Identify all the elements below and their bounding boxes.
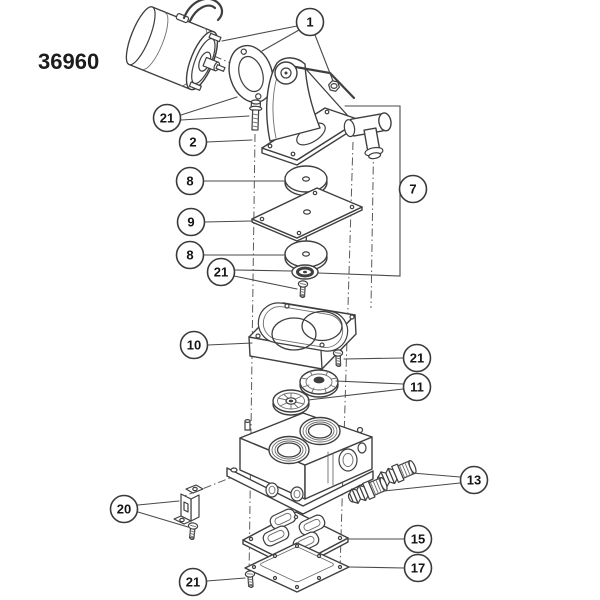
callout-11-label: 11 bbox=[410, 380, 424, 395]
motor-flange-gasket bbox=[228, 44, 274, 104]
callout-21-housing: 21 bbox=[402, 343, 432, 373]
callout-1: 1 bbox=[295, 7, 325, 37]
screw-base bbox=[244, 569, 257, 589]
screw-housing bbox=[332, 349, 344, 368]
callout-2: 2 bbox=[178, 127, 208, 157]
elbow-fitting bbox=[343, 112, 392, 160]
callout-8-bottom: 8 bbox=[175, 240, 205, 270]
valve-disc-outer bbox=[299, 369, 339, 398]
callout-15: 15 bbox=[403, 524, 433, 554]
callout-21-base-label: 21 bbox=[186, 575, 200, 590]
callout-13: 13 bbox=[459, 465, 489, 495]
screw-diaphragm bbox=[297, 280, 309, 299]
pump-bore-left bbox=[268, 435, 310, 465]
base-flange bbox=[226, 467, 374, 515]
callout-21-bolt: 21 bbox=[152, 103, 182, 133]
clip-bracket bbox=[173, 484, 204, 525]
callout-21-base: 21 bbox=[178, 567, 208, 597]
callout-9-label: 9 bbox=[187, 215, 194, 230]
diaphragm-plate bbox=[251, 187, 363, 250]
leader-lines bbox=[137, 25, 461, 582]
callout-2-label: 2 bbox=[189, 135, 196, 150]
callout-7: 7 bbox=[398, 174, 428, 204]
callout-9: 9 bbox=[176, 207, 206, 237]
callout-20: 20 bbox=[109, 494, 139, 524]
mounting-bracket bbox=[261, 57, 361, 166]
callout-8-bottom-label: 8 bbox=[186, 248, 193, 263]
callout-8-top: 8 bbox=[175, 166, 205, 196]
callout-10: 10 bbox=[179, 330, 209, 360]
callouts: 1 21 2 8 9 8 21 7 bbox=[109, 7, 489, 597]
callout-21-housing-label: 21 bbox=[410, 351, 424, 366]
motor-shaft bbox=[198, 51, 226, 72]
valve-disc-inner bbox=[272, 389, 310, 416]
callout-10-label: 10 bbox=[187, 338, 201, 353]
screw-clip-bracket bbox=[186, 521, 199, 541]
callout-11: 11 bbox=[402, 372, 432, 402]
callout-17: 17 bbox=[403, 553, 433, 583]
callout-20-label: 20 bbox=[117, 502, 131, 517]
wire-leads bbox=[182, 0, 224, 23]
callout-21-bolt-label: 21 bbox=[160, 111, 174, 126]
callout-17-label: 17 bbox=[411, 561, 425, 576]
callout-13-label: 13 bbox=[467, 473, 481, 488]
front-ports bbox=[265, 482, 304, 502]
callout-15-label: 15 bbox=[411, 532, 425, 547]
motor-nut bbox=[328, 80, 340, 92]
wire-grommet bbox=[175, 13, 190, 24]
pump-bore-right bbox=[299, 416, 341, 446]
callout-8-top-label: 8 bbox=[186, 174, 193, 189]
motor-bolt bbox=[249, 99, 263, 131]
motor-studs bbox=[188, 32, 222, 91]
part-number-title: 36960 bbox=[38, 49, 99, 74]
callout-21-washer: 21 bbox=[206, 257, 236, 287]
motor bbox=[125, 0, 226, 91]
side-port bbox=[338, 442, 367, 472]
callout-21-washer-label: 21 bbox=[214, 265, 228, 280]
support-washer bbox=[291, 264, 319, 280]
callout-7-label: 7 bbox=[409, 182, 416, 197]
pump-body bbox=[226, 412, 374, 515]
callout-1-label: 1 bbox=[306, 15, 313, 30]
pump-housing bbox=[248, 302, 357, 370]
